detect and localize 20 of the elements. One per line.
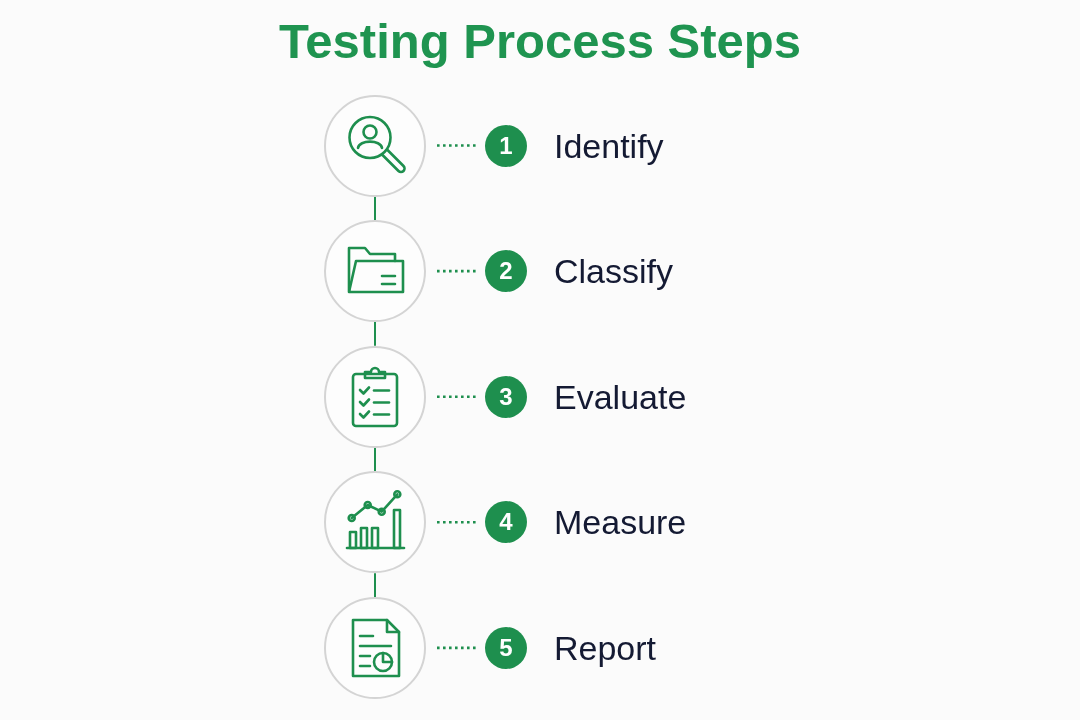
connector-line bbox=[374, 572, 376, 598]
step-number-badge: 2 bbox=[485, 250, 527, 293]
diagram-title: Testing Process Steps bbox=[279, 17, 801, 66]
step-label: Classify bbox=[554, 254, 674, 289]
step-label: Report bbox=[554, 630, 657, 665]
step-label: Measure bbox=[554, 505, 687, 540]
dotted-connector bbox=[437, 521, 478, 524]
dotted-connector bbox=[437, 646, 478, 650]
dotted-connector bbox=[437, 269, 478, 273]
connector-line bbox=[374, 195, 376, 222]
dotted-connector bbox=[437, 144, 478, 147]
step-number-badge: 3 bbox=[485, 375, 527, 418]
step-number-badge: 1 bbox=[485, 124, 527, 167]
connector-line bbox=[374, 446, 376, 473]
connector-line bbox=[374, 321, 376, 347]
step-label: Identify bbox=[554, 128, 664, 163]
step-label: Evaluate bbox=[554, 379, 687, 414]
step-number-badge: 5 bbox=[485, 626, 527, 669]
step-number-badge: 4 bbox=[485, 501, 527, 544]
dotted-connector bbox=[437, 395, 478, 398]
